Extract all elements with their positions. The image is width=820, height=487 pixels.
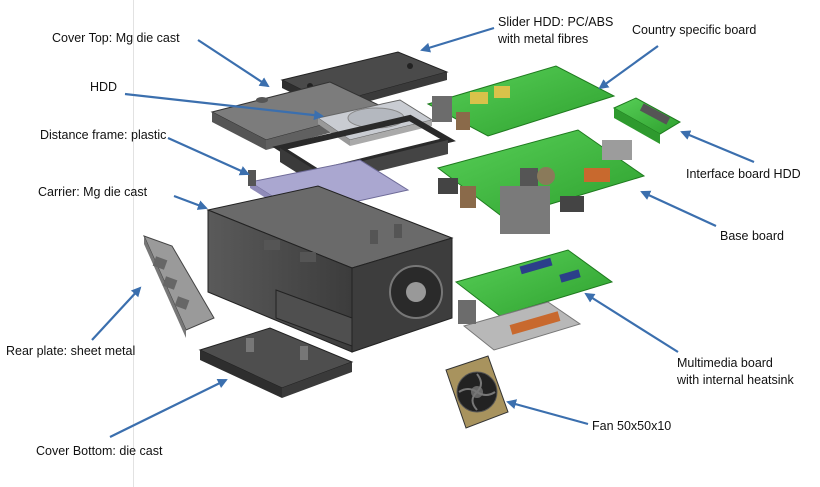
callout-arrows	[91, 26, 755, 438]
label-cover-top: Cover Top: Mg die cast	[52, 31, 180, 45]
arrow-hdd	[124, 92, 324, 121]
interface-board-part	[612, 97, 682, 144]
label-country-board: Country specific board	[632, 23, 757, 37]
rear-plate-part	[143, 235, 215, 338]
label-distance-frame: Distance frame: plastic	[40, 128, 167, 142]
country-board-part	[426, 65, 616, 137]
arrow-country-board	[598, 45, 659, 90]
label-hdd: HDD	[90, 80, 118, 94]
cover-bottom-part	[198, 327, 354, 398]
arrow-carrier	[173, 194, 208, 210]
arrow-fan	[506, 399, 589, 426]
arrow-cover-bottom	[109, 379, 228, 438]
label-rear-plate: Rear plate: sheet metal	[6, 344, 136, 358]
label-multimedia-line1: Multimedia board	[677, 356, 773, 370]
multimedia-board-part	[454, 249, 614, 351]
arrow-base-board	[640, 190, 717, 227]
arrow-interface-board	[680, 130, 755, 164]
label-multimedia-line2: with internal heatsink	[677, 373, 794, 387]
arrow-distance-frame	[167, 136, 250, 176]
arrow-multimedia-board	[584, 292, 679, 353]
base-board-part	[436, 129, 646, 234]
guide-line	[133, 0, 134, 487]
label-cover-bottom: Cover Bottom: die cast	[36, 444, 163, 458]
label-fan: Fan 50x50x10	[592, 419, 672, 433]
label-slider-hdd-line2: with metal fibres	[498, 32, 589, 46]
label-slider-hdd-line1: Slider HDD: PC/ABS	[498, 15, 614, 29]
arrow-slider-hdd	[420, 26, 495, 53]
carrier-part	[206, 185, 454, 353]
fan-part	[445, 355, 509, 429]
label-base-board: Base board	[720, 229, 784, 243]
label-carrier: Carrier: Mg die cast	[38, 185, 148, 199]
arrow-rear-plate	[91, 286, 142, 341]
label-interface-board: Interface board HDD	[686, 167, 801, 181]
arrow-cover-top	[197, 39, 270, 88]
